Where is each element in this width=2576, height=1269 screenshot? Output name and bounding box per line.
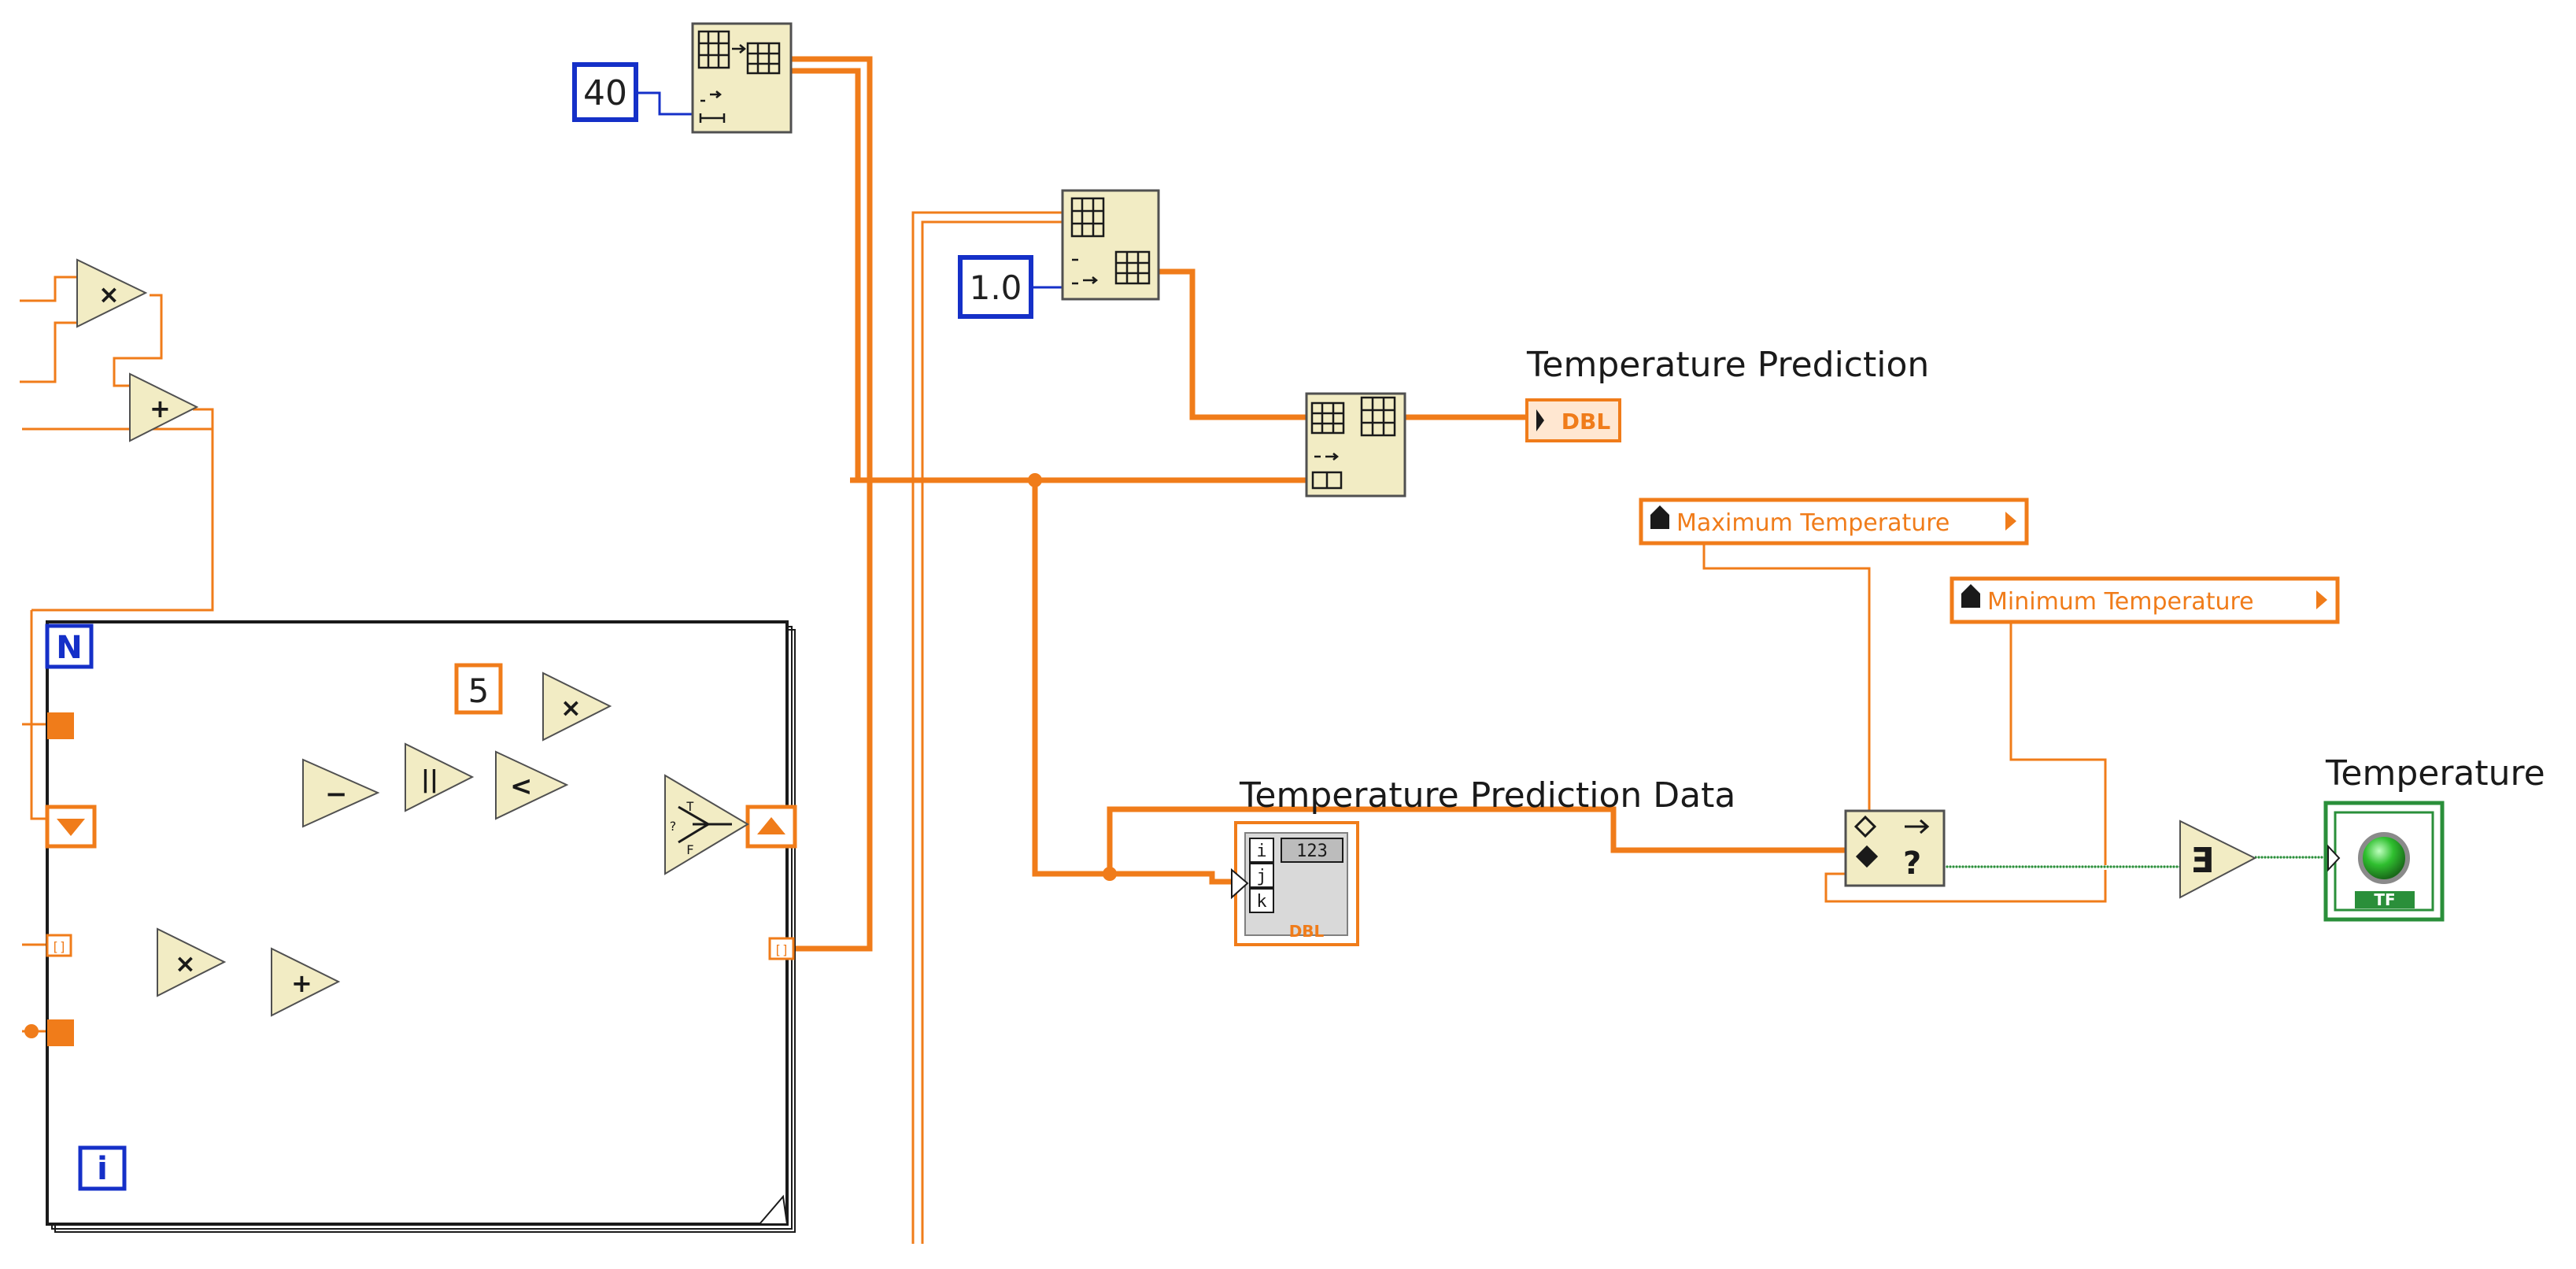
svg-text:T: T xyxy=(686,799,694,814)
temperature-led-indicator[interactable]: TF xyxy=(2323,801,2445,922)
multiply-node[interactable]: × xyxy=(76,258,148,328)
svg-text:[]: [] xyxy=(774,942,789,957)
subtract-node[interactable]: − xyxy=(302,758,380,828)
add-node-icon: + xyxy=(291,968,312,998)
loop-index-terminal: i xyxy=(78,1145,127,1191)
for-loop[interactable]: N i [] [] xyxy=(45,620,797,1233)
svg-text:j: j xyxy=(1256,867,1266,886)
multiply-node-icon: × xyxy=(98,279,120,309)
shift-register-icon xyxy=(757,817,785,834)
constant-five[interactable]: 5 xyxy=(454,663,503,715)
svg-text:123: 123 xyxy=(1296,842,1328,861)
temperature-prediction-indicator[interactable]: DBL xyxy=(1525,398,1621,442)
array-subset-node[interactable] xyxy=(1061,189,1160,301)
multiply-node-icon: × xyxy=(560,693,582,723)
build-array-node-icon xyxy=(1310,396,1396,490)
in-range-coerce-node-icon xyxy=(1853,815,1930,868)
svg-text:?: ? xyxy=(1903,845,1921,882)
shift-register-icon xyxy=(57,819,85,836)
absolute-value-node-icon: || xyxy=(421,766,438,794)
shift-register-left[interactable] xyxy=(45,805,97,849)
add-node[interactable]: + xyxy=(271,947,341,1017)
svg-text:Minimum Temperature: Minimum Temperature xyxy=(1987,588,2254,616)
svg-text:?: ? xyxy=(669,819,677,834)
input-tunnel[interactable] xyxy=(47,1019,74,1046)
svg-text:k: k xyxy=(1256,892,1266,912)
add-node-icon: + xyxy=(150,394,171,424)
temperature-prediction-data-array[interactable]: i j k 123 DBL xyxy=(1231,821,1359,946)
constant-forty[interactable]: 40 xyxy=(572,62,638,122)
svg-text:DBL: DBL xyxy=(1289,922,1325,941)
array-input-tunnel[interactable]: [] xyxy=(46,934,72,957)
svg-text:Maximum Temperature: Maximum Temperature xyxy=(1676,509,1950,537)
subtract-node-icon: − xyxy=(325,779,348,810)
svg-text:DBL: DBL xyxy=(1561,409,1611,435)
multiply-node[interactable]: × xyxy=(542,671,612,742)
maximum-temperature-reference[interactable]: Maximum Temperature xyxy=(1639,498,2029,546)
math-nodes[interactable]: × + − || × < × xyxy=(76,258,2257,1017)
svg-text:40: 40 xyxy=(583,73,627,113)
build-array-node[interactable] xyxy=(1305,392,1406,498)
input-tunnel[interactable] xyxy=(47,712,74,739)
loop-count-terminal: N xyxy=(45,623,94,669)
svg-text:1.0: 1.0 xyxy=(970,268,1022,307)
caret-right-icon xyxy=(2005,512,2016,531)
array-output-tunnel[interactable]: [] xyxy=(768,937,795,960)
or-array-elements-node-icon: Ǝ xyxy=(2190,841,2214,881)
less-than-node-icon: < xyxy=(510,771,533,802)
loop-corner-icon xyxy=(757,1194,789,1225)
svg-text:F: F xyxy=(686,842,694,857)
select-node[interactable]: T F ? xyxy=(664,774,749,875)
green-led-icon xyxy=(2358,832,2410,884)
multiply-node[interactable]: × xyxy=(157,927,227,997)
svg-text:N: N xyxy=(56,630,82,666)
add-node[interactable]: + xyxy=(129,372,199,442)
multiply-node-icon: × xyxy=(175,949,196,979)
constant-step[interactable]: 1.0 xyxy=(958,255,1033,319)
temperature-prediction-label: Temperature Prediction xyxy=(1526,345,1929,385)
svg-text:TF: TF xyxy=(2374,890,2395,909)
minimum-temperature-reference[interactable]: Minimum Temperature xyxy=(1950,576,2340,624)
svg-text:i: i xyxy=(97,1151,108,1187)
absolute-value-node[interactable]: || xyxy=(405,742,475,812)
caret-right-icon xyxy=(2316,590,2327,609)
svg-text:i: i xyxy=(1256,842,1266,861)
home-icon xyxy=(1650,505,1669,529)
array-function-nodes[interactable] xyxy=(691,22,1406,498)
array-subset-node-icon xyxy=(697,30,781,123)
shift-register-right[interactable] xyxy=(745,805,797,849)
or-array-elements-node[interactable]: Ǝ xyxy=(2179,819,2257,899)
integer-wires xyxy=(636,91,1063,289)
less-than-node[interactable]: < xyxy=(495,750,569,820)
in-range-coerce-node[interactable]: ? xyxy=(1844,809,1946,887)
select-node-icon xyxy=(678,805,732,844)
temperature-label: Temperature xyxy=(2325,753,2545,794)
svg-text:[]: [] xyxy=(51,939,66,954)
svg-text:5: 5 xyxy=(468,671,490,710)
array-subset-node[interactable] xyxy=(691,22,793,134)
array-subset-node-icon xyxy=(1070,197,1151,285)
home-icon xyxy=(1961,584,1980,608)
temperature-prediction-data-label: Temperature Prediction Data xyxy=(1239,775,1735,816)
